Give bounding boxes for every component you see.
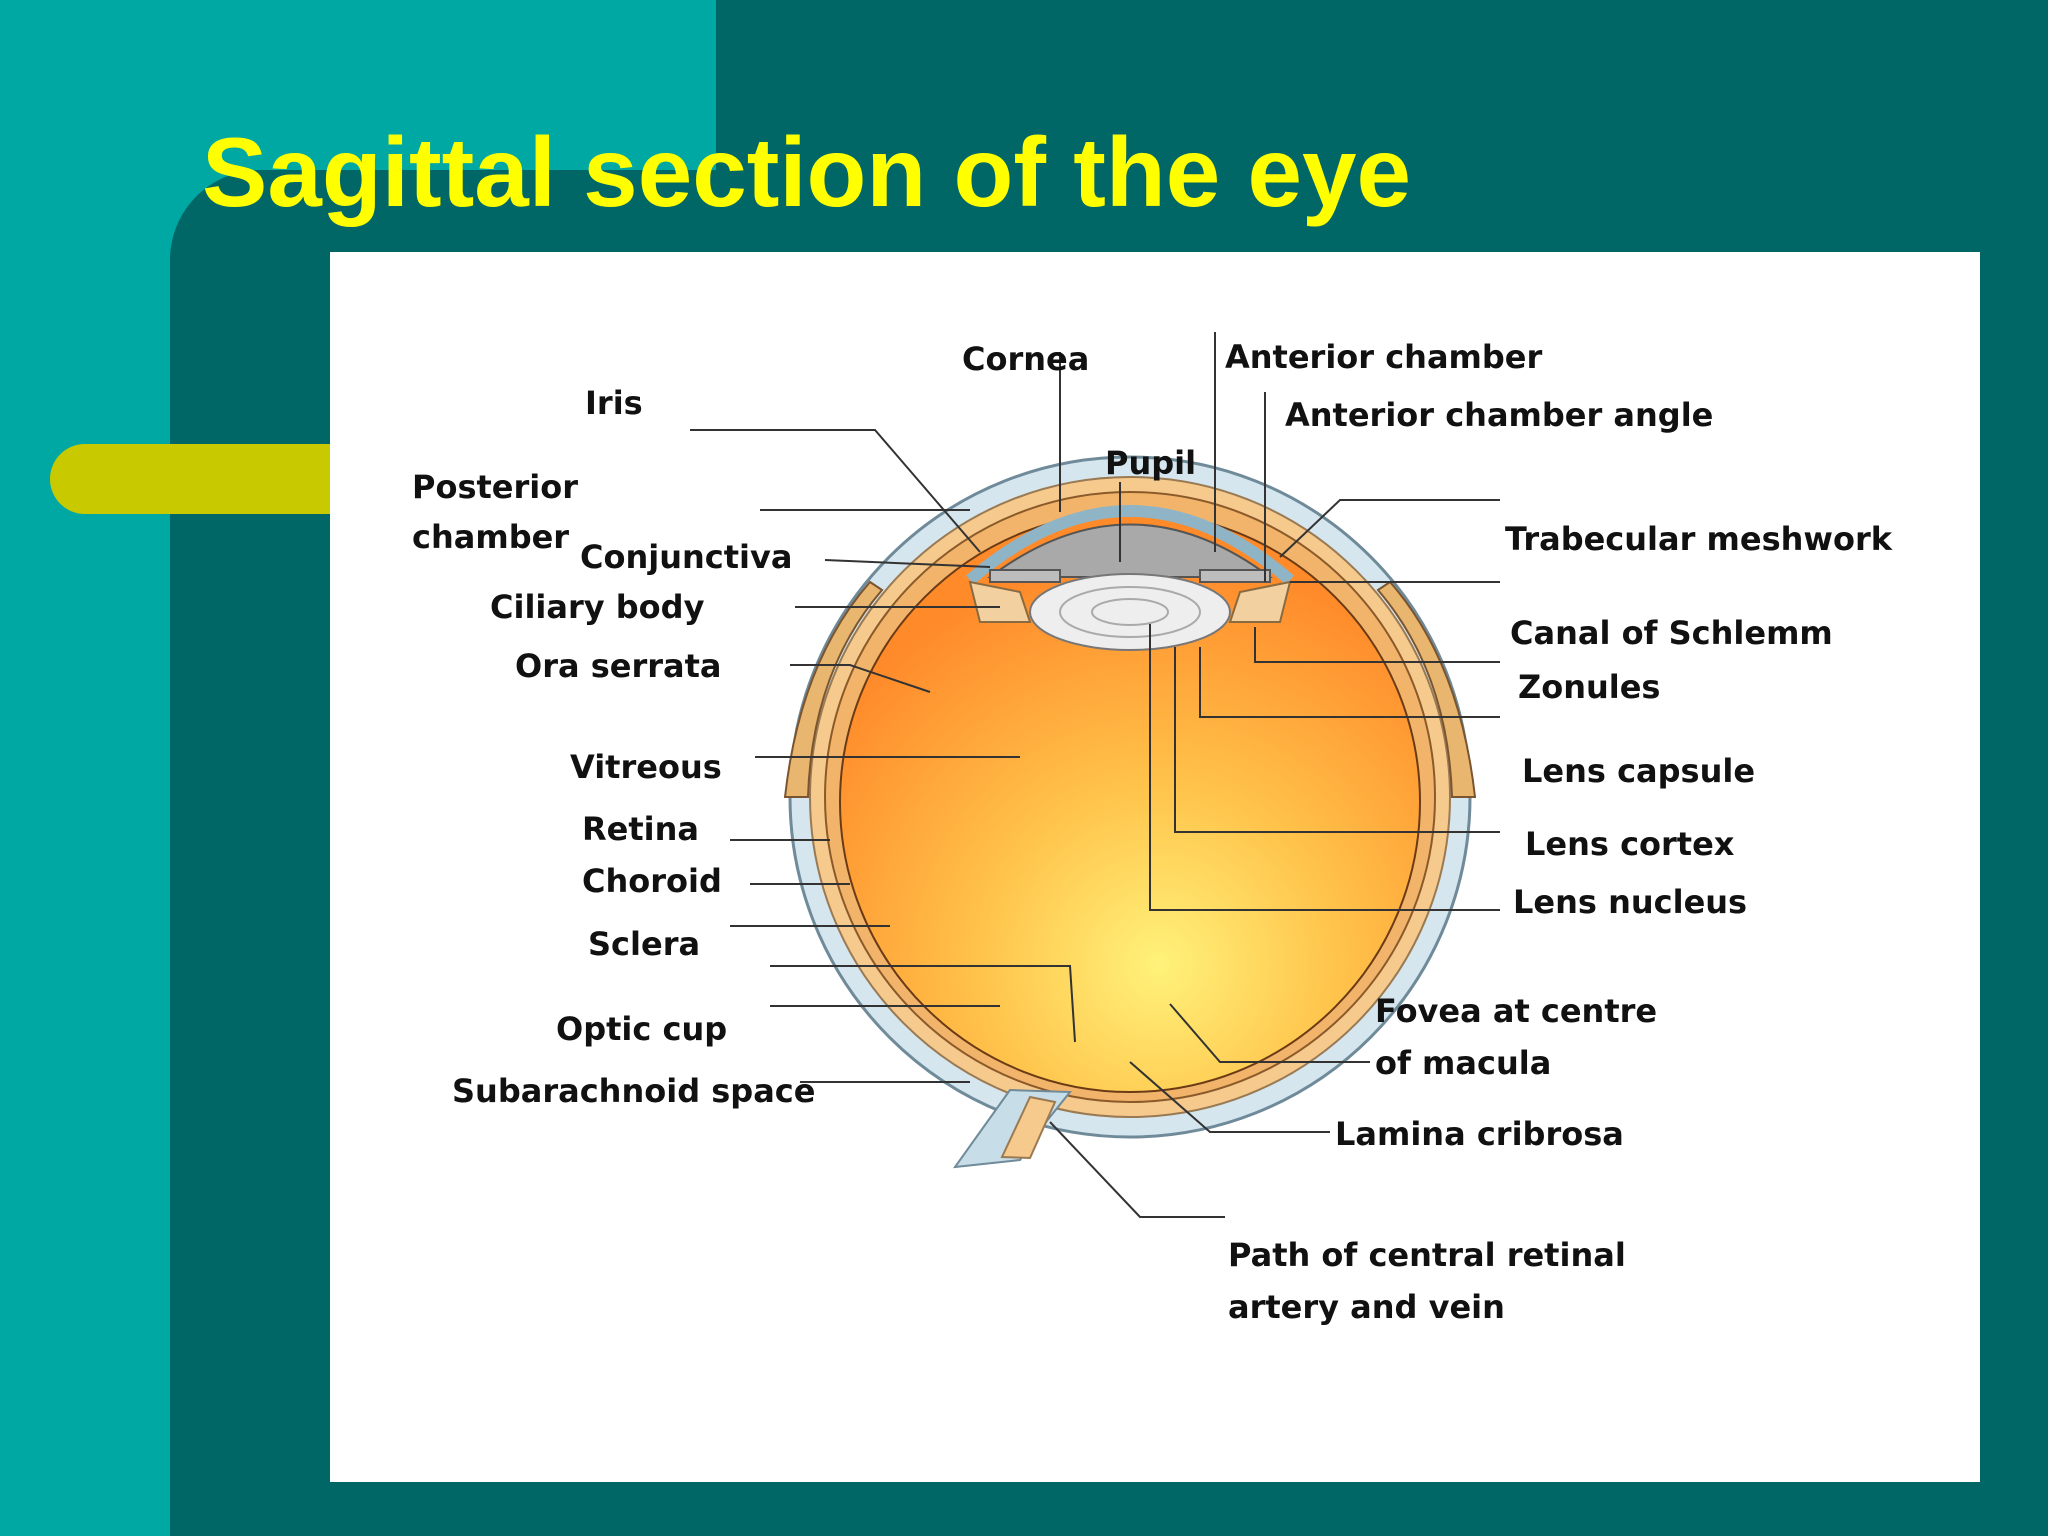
label-subarachnoid-space: Subarachnoid space <box>452 1072 815 1110</box>
label-canal-of-schlemm: Canal of Schlemm <box>1510 614 1833 652</box>
label-path-line2: artery and vein <box>1228 1288 1505 1326</box>
anterior-chamber-shape <box>986 523 1274 578</box>
iris-left-shape <box>989 569 1061 583</box>
label-ciliary-body: Ciliary body <box>490 588 705 626</box>
upper-conjunctiva-left <box>783 580 884 798</box>
accent-pill <box>50 444 370 514</box>
ciliary-body-left <box>968 580 1032 623</box>
label-path-line1: Path of central retinal <box>1228 1236 1626 1274</box>
label-anterior-chamber-angle: Anterior chamber angle <box>1285 396 1713 434</box>
label-posterior-chamber-line2: chamber <box>412 518 569 556</box>
label-retina: Retina <box>582 810 699 848</box>
label-pupil: Pupil <box>1105 444 1196 482</box>
label-lens-capsule: Lens capsule <box>1522 752 1755 790</box>
ciliary-body-right <box>1228 580 1292 623</box>
label-optic-cup: Optic cup <box>556 1010 727 1048</box>
label-lens-nucleus: Lens nucleus <box>1513 883 1747 921</box>
label-lamina-cribrosa: Lamina cribrosa <box>1335 1115 1624 1153</box>
label-sclera: Sclera <box>588 925 700 963</box>
lens-shape <box>1029 573 1231 651</box>
label-conjunctiva: Conjunctiva <box>580 538 792 576</box>
label-fovea-line1: Fovea at centre <box>1375 992 1657 1030</box>
eye-diagram: Cornea Anterior chamber Anterior chamber… <box>330 252 1980 1482</box>
upper-conjunctiva-right <box>1376 580 1477 798</box>
label-posterior-chamber-line1: Posterior <box>412 468 578 506</box>
lens-cortex-ring <box>1059 586 1201 638</box>
leader-lines <box>690 332 1500 1218</box>
label-ora-serrata: Ora serrata <box>515 647 722 685</box>
eye-anatomy <box>783 455 1477 1169</box>
label-trabecular-meshwork: Trabecular meshwork <box>1505 520 1893 558</box>
label-lens-cortex: Lens cortex <box>1525 825 1735 863</box>
labels: Cornea Anterior chamber Anterior chamber… <box>412 338 1893 1326</box>
label-iris: Iris <box>585 384 643 422</box>
slide-title: Sagittal section of the eye <box>202 117 1411 227</box>
label-vitreous: Vitreous <box>570 748 722 786</box>
label-anterior-chamber: Anterior chamber <box>1225 338 1543 376</box>
label-zonules: Zonules <box>1518 668 1660 706</box>
iris-right-shape <box>1199 569 1271 583</box>
label-cornea: Cornea <box>962 340 1089 378</box>
optic-nerve-core <box>1000 1095 1057 1160</box>
cornea-shape <box>966 505 1294 585</box>
lens-nucleus-ring <box>1091 598 1169 626</box>
label-choroid: Choroid <box>582 862 722 900</box>
label-fovea-line2: of macula <box>1375 1044 1551 1082</box>
eye-diagram-svg: Cornea Anterior chamber Anterior chamber… <box>412 332 1893 1326</box>
slide-background-strip <box>716 0 2048 172</box>
